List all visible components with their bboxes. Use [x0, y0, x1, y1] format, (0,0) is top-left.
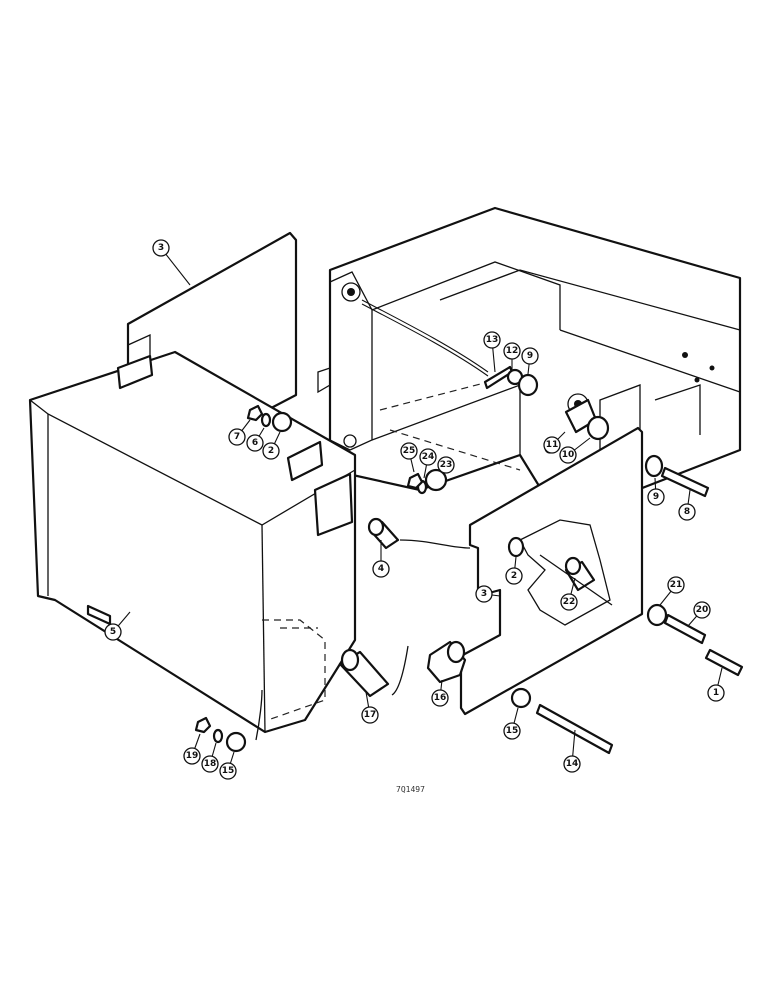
callout-c15-left: 15 — [219, 751, 237, 780]
callout-number: 2 — [511, 571, 517, 581]
callout-number: 3 — [158, 243, 164, 253]
callout-balloon — [219, 762, 237, 780]
callout-balloon — [563, 755, 581, 773]
callout-c16: 16 — [431, 679, 449, 707]
callout-number: 3 — [481, 589, 487, 599]
callout-balloon — [503, 722, 521, 740]
callout-balloon — [431, 689, 449, 707]
callout-balloon — [647, 488, 665, 506]
callout-number: 19 — [186, 751, 199, 761]
counterweight-block — [28, 350, 357, 734]
callout-c2-left: 2 — [262, 431, 281, 460]
callout-balloon — [361, 706, 379, 724]
callout-c21: 21 — [659, 576, 685, 606]
callout-c13: 13 — [483, 331, 501, 373]
callout-number: 15 — [222, 766, 235, 776]
callout-number: 23 — [440, 460, 453, 470]
callout-balloon — [678, 503, 696, 521]
callout-c9-right: 9 — [647, 477, 665, 506]
callout-balloon — [246, 434, 264, 452]
callout-c1: 1 — [707, 667, 725, 702]
callout-number: 1 — [713, 688, 719, 698]
callout-c22: 22 — [560, 577, 578, 611]
callout-balloon — [104, 623, 122, 641]
callout-number: 22 — [563, 597, 576, 607]
callout-c25: 25 — [400, 442, 418, 473]
callout-c15-right: 15 — [503, 707, 521, 740]
callout-c7: 7 — [228, 419, 251, 446]
callout-number: 9 — [527, 351, 533, 361]
callout-number: 4 — [378, 564, 384, 574]
callout-number: 12 — [506, 346, 519, 356]
callout-balloon — [228, 428, 246, 446]
callout-balloon — [201, 755, 219, 773]
callout-balloon — [437, 456, 455, 474]
callout-number: 6 — [252, 438, 258, 448]
callout-c3-top: 3 — [152, 239, 191, 286]
callout-number: 13 — [486, 335, 499, 345]
callout-number: 20 — [696, 605, 709, 615]
callout-c24: 24 — [419, 448, 437, 479]
callout-balloon — [483, 331, 501, 349]
callout-balloon — [521, 347, 539, 365]
callout-number: 8 — [684, 507, 690, 517]
callout-balloon — [559, 446, 577, 464]
callout-number: 17 — [364, 710, 377, 720]
callout-c14: 14 — [563, 729, 581, 773]
callout-c5: 5 — [104, 611, 131, 641]
callout-balloon — [262, 442, 280, 460]
callout-balloon — [667, 576, 685, 594]
callout-c11: 11 — [543, 431, 566, 454]
callout-balloon — [560, 593, 578, 611]
callout-balloon — [183, 747, 201, 765]
callout-number: 21 — [670, 580, 683, 590]
callout-number: 11 — [546, 440, 559, 450]
callout-number: 16 — [434, 693, 447, 703]
callout-number: 5 — [110, 627, 116, 637]
callout-balloon — [707, 684, 725, 702]
figure-reference: 7Q1497 — [396, 785, 425, 794]
callout-c4: 4 — [372, 540, 390, 578]
callout-balloon — [152, 239, 170, 257]
callout-number: 9 — [653, 492, 659, 502]
callout-number: 24 — [422, 452, 435, 462]
callout-balloon — [693, 601, 711, 619]
callout-number: 2 — [268, 446, 274, 456]
callout-number: 14 — [566, 759, 579, 769]
callout-number: 7 — [234, 432, 240, 442]
callout-balloon — [543, 436, 561, 454]
callout-c19: 19 — [183, 733, 201, 765]
callout-number: 15 — [506, 726, 519, 736]
callout-c18: 18 — [201, 742, 219, 773]
callout-c2-right: 2 — [505, 556, 523, 585]
callout-c10: 10 — [559, 437, 591, 464]
callout-balloon — [400, 442, 418, 460]
callout-c6: 6 — [246, 427, 265, 452]
callout-number: 18 — [204, 759, 217, 769]
callout-balloon — [503, 342, 521, 360]
callout-c20: 20 — [687, 601, 711, 627]
callout-c3-right: 3 — [475, 585, 501, 603]
callout-balloon — [419, 448, 437, 466]
callout-number: 10 — [562, 450, 575, 460]
callout-c9-top: 9 — [521, 347, 539, 375]
callout-balloon — [372, 560, 390, 578]
callout-balloon — [475, 585, 493, 603]
callout-balloon — [505, 567, 523, 585]
callout-c17: 17 — [361, 691, 379, 724]
callout-c12: 12 — [503, 342, 521, 370]
callout-c8: 8 — [678, 489, 696, 521]
callout-number: 25 — [403, 446, 416, 456]
hardware — [194, 365, 744, 755]
callout-c23: 23 — [437, 456, 455, 474]
